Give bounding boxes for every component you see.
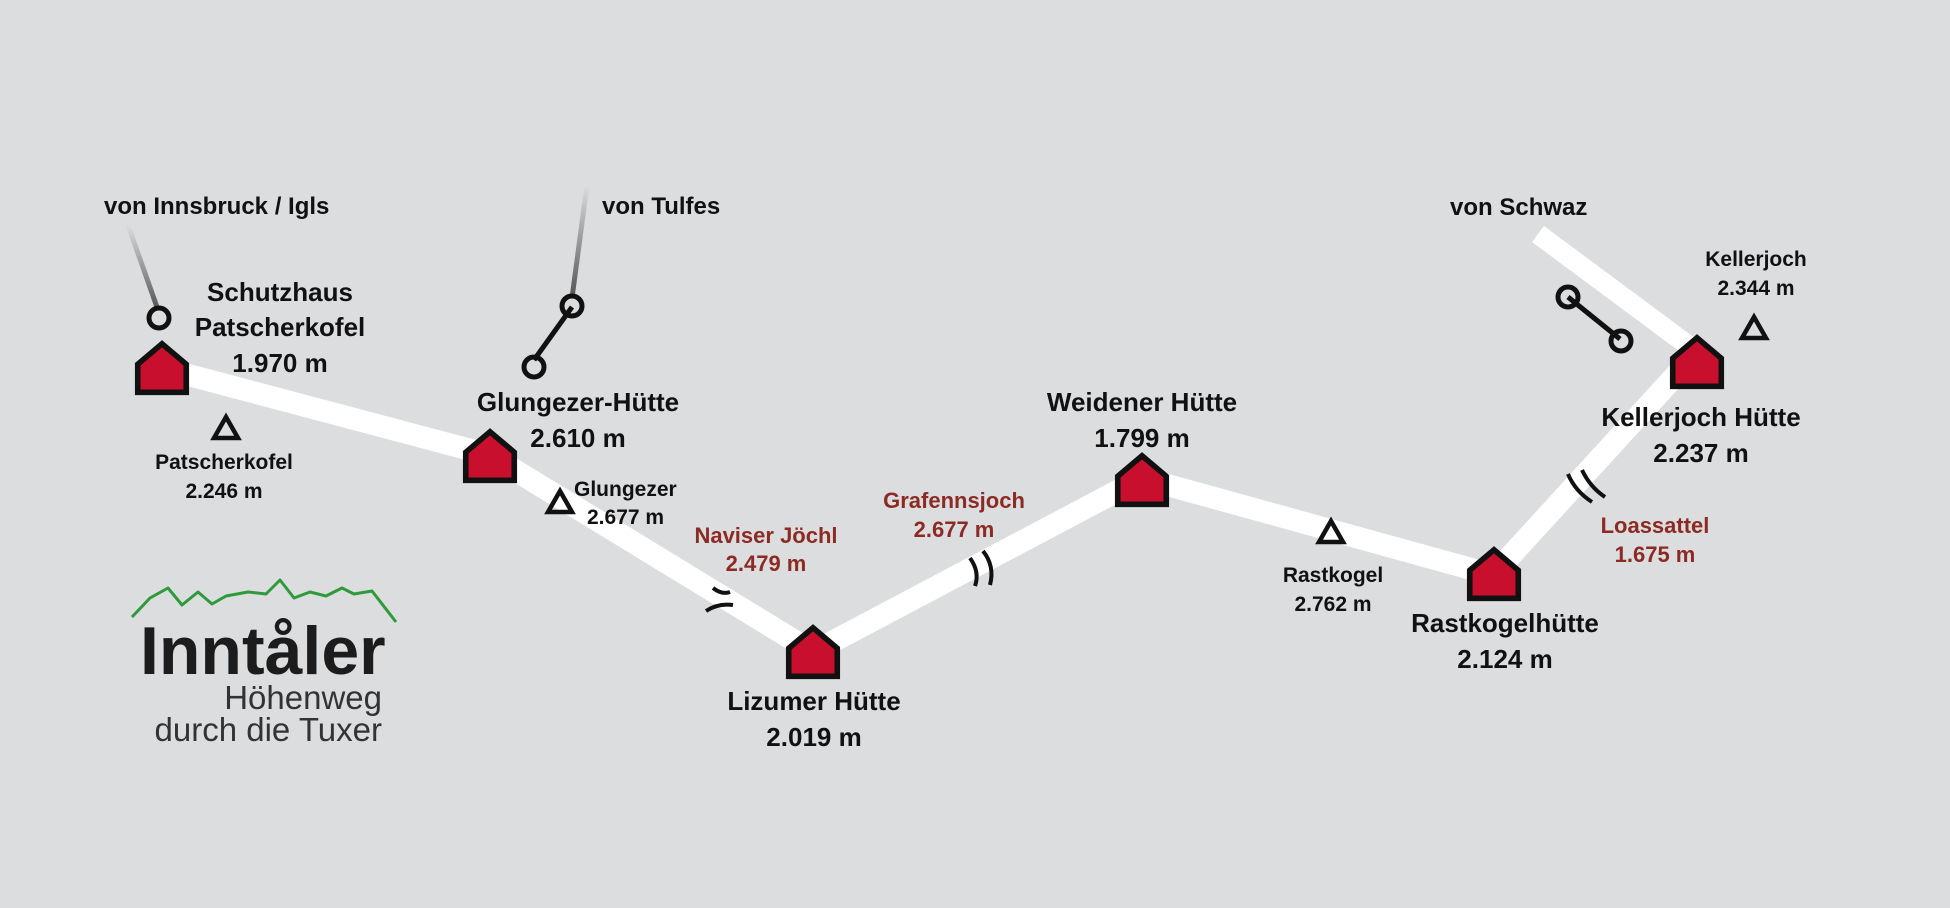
peak-name: Kellerjoch: [1705, 248, 1807, 271]
hiking-route: [159, 344, 1706, 665]
logo-title: Inntåler: [140, 613, 386, 689]
logo: Inntåler Höhenweg durch die Tuxer: [130, 578, 398, 748]
access-label: von Schwaz: [1450, 194, 1587, 221]
peak-altitude: 2.344 m: [1717, 277, 1794, 300]
access-label: von Innsbruck / Igls: [104, 193, 329, 220]
hut-altitude: 2.124 m: [1457, 644, 1552, 674]
pass-name: Grafennsjoch: [883, 488, 1025, 513]
cable-car-igls: [125, 224, 172, 331]
hut-name: Schutzhaus: [207, 277, 353, 307]
peak-name: Glungezer: [574, 478, 677, 501]
hut-altitude: 1.799 m: [1094, 423, 1189, 453]
pass-marker-loassattel: [1566, 469, 1607, 504]
pass-name: Loassattel: [1601, 513, 1710, 538]
peak-name: Rastkogel: [1283, 564, 1383, 587]
pass-altitude: 2.479 m: [726, 551, 807, 576]
logo-subtitle: Höhenweg: [224, 679, 382, 716]
hut-name: Weidener Hütte: [1047, 387, 1237, 417]
pass-name: Naviser Jöchl: [694, 523, 837, 548]
hut-icon[interactable]: [466, 432, 515, 481]
cable-car-tulfes: [521, 184, 590, 380]
hut-altitude: 2.019 m: [766, 722, 861, 752]
hut-name: Patscherkofel: [195, 312, 366, 342]
peak-icon[interactable]: [1742, 317, 1766, 338]
hut-altitude: 2.610 m: [530, 423, 625, 453]
access-trail-schwaz: [1532, 225, 1703, 361]
logo-subtitle: durch die Tuxer: [155, 711, 382, 748]
peak-icon[interactable]: [214, 417, 238, 438]
hut-name: Glungezer-Hütte: [477, 387, 679, 417]
hut-icon[interactable]: [138, 344, 187, 393]
hut-icon[interactable]: [1118, 456, 1167, 505]
hut-name: Kellerjoch Hütte: [1601, 402, 1800, 432]
logo-mountain-line: [130, 578, 398, 623]
cable-car-kellerjoch: [1555, 284, 1634, 354]
peak-altitude: 2.246 m: [185, 480, 262, 503]
pass-altitude: 1.675 m: [1615, 542, 1696, 567]
peak-altitude: 2.762 m: [1294, 593, 1371, 616]
hut-altitude: 2.237 m: [1653, 438, 1748, 468]
pass-altitude: 2.677 m: [914, 517, 995, 542]
pass-marker-naviser-joechl: [704, 586, 734, 613]
hut-name: Lizumer Hütte: [727, 686, 900, 716]
hut-altitude: 1.970 m: [232, 348, 327, 378]
hut-name: Rastkogelhütte: [1411, 608, 1599, 638]
access-label: von Tulfes: [602, 193, 720, 220]
pass-marker-grafennsjoch: [968, 549, 994, 587]
peak-name: Patscherkofel: [155, 451, 293, 474]
peak-altitude: 2.677 m: [587, 506, 664, 529]
